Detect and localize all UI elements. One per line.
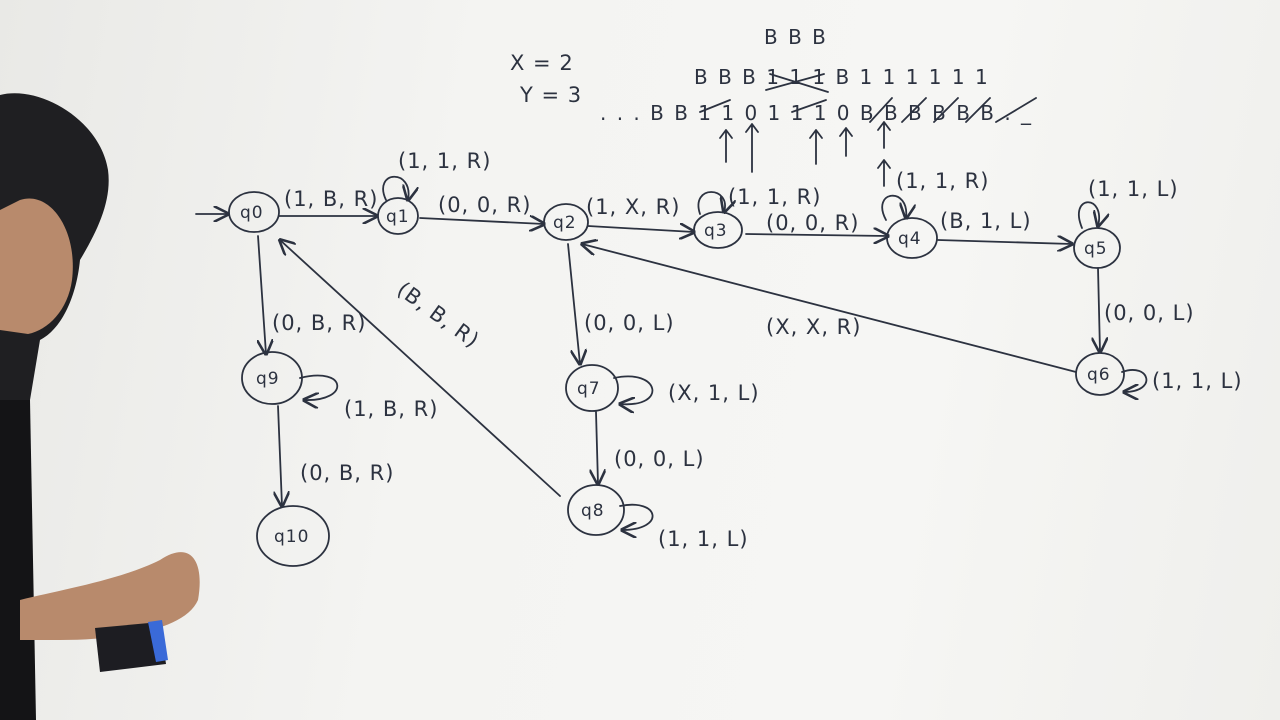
edge-q0-q9 [258, 235, 266, 354]
label-q1-self: (1, 1, R) [398, 149, 491, 173]
edge-q2-q7 [567, 243, 580, 364]
state-q4: q4 [886, 217, 938, 259]
var-y: Y = 3 [519, 83, 582, 107]
edge-q6-q2 [582, 244, 1077, 373]
label-q3-q4: (0, 0, R) [766, 211, 859, 235]
label-q1-q2: (0, 0, R) [438, 193, 531, 217]
state-q8: q8 [567, 484, 625, 536]
state-q7: q7 [565, 364, 619, 412]
loop-q6 [1121, 369, 1148, 392]
tape-strikes [699, 73, 1037, 123]
edge-q7-q8 [596, 411, 598, 484]
loop-q4 [881, 194, 906, 221]
state-q5-label: q5 [1084, 239, 1108, 259]
loop-q3 [697, 191, 725, 214]
edge-q2-q3 [587, 226, 694, 232]
state-q3: q3 [693, 211, 743, 249]
label-q4-q5: (B, 1, L) [940, 209, 1032, 233]
state-q7-label: q7 [577, 379, 601, 399]
tape-top-row: B B B [764, 25, 828, 49]
state-q8-label: q8 [581, 501, 605, 521]
state-q10-label: q10 [274, 527, 309, 547]
label-q6-self: (1, 1, L) [1152, 369, 1243, 393]
state-q2-label: q2 [553, 213, 577, 233]
label-q8-q0: (B, B, R) [393, 277, 484, 353]
loop-q1 [382, 175, 408, 200]
tape-main-row: . . . B B 1 1 0 1 1 1 0 B B B B B B . _ [600, 101, 1033, 125]
loop-q7 [613, 375, 654, 404]
edge-q1-q2 [419, 218, 544, 224]
label-q4-self: (1, 1, R) [896, 169, 989, 193]
label-q9-q10: (0, B, R) [300, 461, 394, 485]
label-q7-q8: (0, 0, L) [614, 447, 705, 471]
state-q9: q9 [241, 351, 303, 405]
state-q2: q2 [543, 203, 589, 241]
label-q3-self: (1, 1, R) [728, 185, 821, 209]
state-q0-label: q0 [240, 203, 264, 223]
tape-middle-row: B B B 1 1 1 B 1 1 1 1 1 1 [694, 65, 990, 89]
state-q5: q5 [1073, 227, 1121, 269]
edge-q3-q4 [745, 234, 888, 236]
presenter-figure [0, 93, 200, 720]
tape-head-arrows [719, 121, 891, 187]
state-q9-label: q9 [256, 369, 280, 389]
edge-q8-q0 [280, 240, 561, 497]
edge-q5-q6 [1098, 267, 1100, 352]
label-q6-q2: (X, X, R) [766, 315, 861, 339]
label-q9-self: (1, B, R) [344, 397, 438, 421]
edge-q9-q10 [278, 405, 282, 506]
edge-q4-q5 [937, 240, 1072, 244]
state-q1-label: q1 [386, 207, 410, 227]
state-q0: q0 [228, 191, 280, 233]
loop-q5 [1078, 201, 1099, 228]
label-q2-q3: (1, X, R) [586, 195, 680, 219]
loop-q8 [619, 503, 654, 530]
label-q0-q9: (0, B, R) [272, 311, 366, 335]
label-q7-self: (X, 1, L) [668, 381, 760, 405]
state-q4-label: q4 [898, 229, 922, 249]
state-q10: q10 [256, 505, 330, 567]
label-q5-self: (1, 1, L) [1088, 177, 1179, 201]
state-q3-label: q3 [704, 221, 728, 241]
label-q5-q6: (0, 0, L) [1104, 301, 1195, 325]
loop-q9 [299, 374, 339, 401]
state-q1: q1 [377, 197, 419, 235]
state-q6-label: q6 [1087, 365, 1111, 385]
label-q8-self: (1, 1, L) [658, 527, 749, 551]
state-q6: q6 [1075, 352, 1125, 396]
label-q0-q1: (1, B, R) [284, 187, 378, 211]
var-x: X = 2 [510, 51, 574, 75]
label-q2-q7: (0, 0, L) [584, 311, 675, 335]
